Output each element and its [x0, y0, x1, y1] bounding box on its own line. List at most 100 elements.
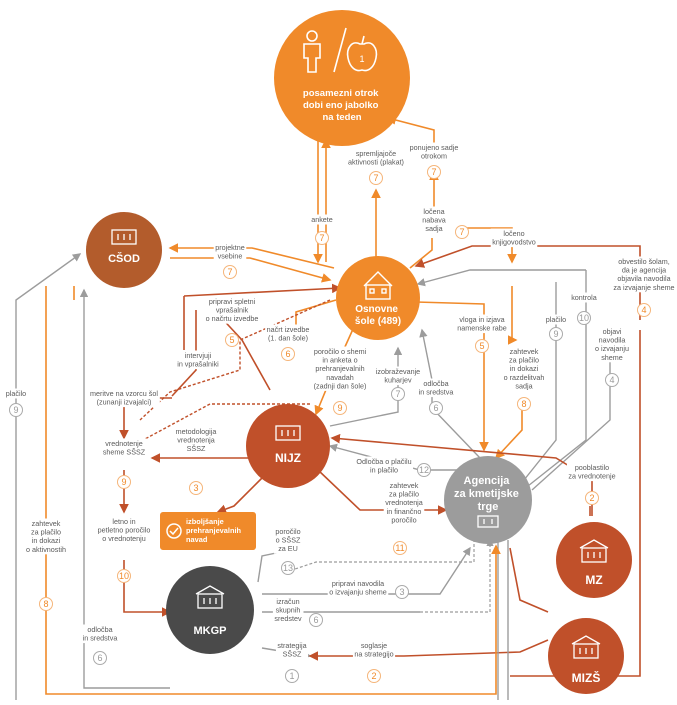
label-text: ankete [311, 215, 333, 224]
step-number-badge [605, 373, 619, 387]
step-number: 10 [119, 571, 129, 581]
school-title: Osnovne šole (489) [355, 304, 401, 327]
label-placilo-left: plačilo 9 [4, 388, 28, 417]
node-mkgp: MKGP [166, 566, 254, 654]
nijz-title: NIJZ [275, 451, 301, 465]
step-number-badge [93, 651, 107, 665]
office-building-icon [195, 585, 225, 609]
step-number-badge [637, 303, 651, 317]
child-icon [303, 27, 347, 73]
step-number-badge [367, 669, 381, 683]
step-number: 1 [289, 671, 294, 681]
step-number: 13 [283, 563, 293, 573]
step-number-badge [285, 669, 299, 683]
step-number-badge [39, 597, 53, 611]
step-number-badge [315, 231, 329, 245]
step-number-badge [189, 481, 203, 495]
step-number-badge [225, 333, 239, 347]
step-number-badge [333, 401, 347, 415]
label-meritve: meritve na vzorcu šol(zunanji izvajalci) [88, 388, 160, 408]
label-text: kontrola [571, 293, 597, 302]
office-building-icon [477, 515, 499, 528]
step-number-badge [455, 225, 469, 239]
step-number-badge [281, 561, 295, 575]
step-number: 6 [313, 615, 318, 625]
step-number-badge [281, 347, 295, 361]
office-building-icon [571, 635, 601, 659]
izboljsanje-badge: izboljšanje prehranjevalnih navad [160, 512, 256, 550]
step-number: 5 [479, 341, 484, 351]
step-number: 6 [433, 403, 438, 413]
step-number-badge [309, 613, 323, 627]
label-nacrt: načrt izvedbe(1. dan šole)6 [265, 324, 311, 361]
step-number-badge [369, 171, 383, 185]
step-number: 9 [13, 405, 18, 415]
node-child: 1 posamezni otrok dobi eno jabolko na te… [274, 10, 410, 146]
step-number-badge [417, 463, 431, 477]
label-text: meritve na vzorcu šol(zunanji izvajalci) [90, 389, 158, 407]
office-building-icon [579, 539, 609, 563]
child-title: posamezni otrok dobi eno jabolko na tede… [303, 88, 381, 123]
svg-text:1: 1 [359, 54, 364, 64]
step-number: 3 [193, 483, 198, 493]
step-number: 8 [521, 399, 526, 409]
step-number: 12 [419, 465, 429, 475]
step-number: 2 [371, 671, 376, 681]
step-number: 4 [609, 375, 614, 385]
step-number: 7 [431, 167, 436, 177]
step-number: 2 [589, 493, 594, 503]
step-number-badge [9, 403, 23, 417]
node-mz: MZ [556, 522, 632, 598]
node-csod: CŠOD [86, 212, 162, 288]
step-number-badge [577, 311, 591, 325]
office-building-icon [111, 229, 137, 245]
step-number-badge [395, 585, 409, 599]
label-text: plačilo [6, 389, 26, 398]
step-number: 11 [395, 543, 404, 553]
step-number: 4 [641, 305, 646, 315]
label-text: načrt izvedbe(1. dan šole) [267, 325, 310, 343]
step-number: 7 [227, 267, 232, 277]
step-number: 9 [121, 477, 126, 487]
agencija-title: Agencija za kmetijske trge [454, 475, 522, 513]
